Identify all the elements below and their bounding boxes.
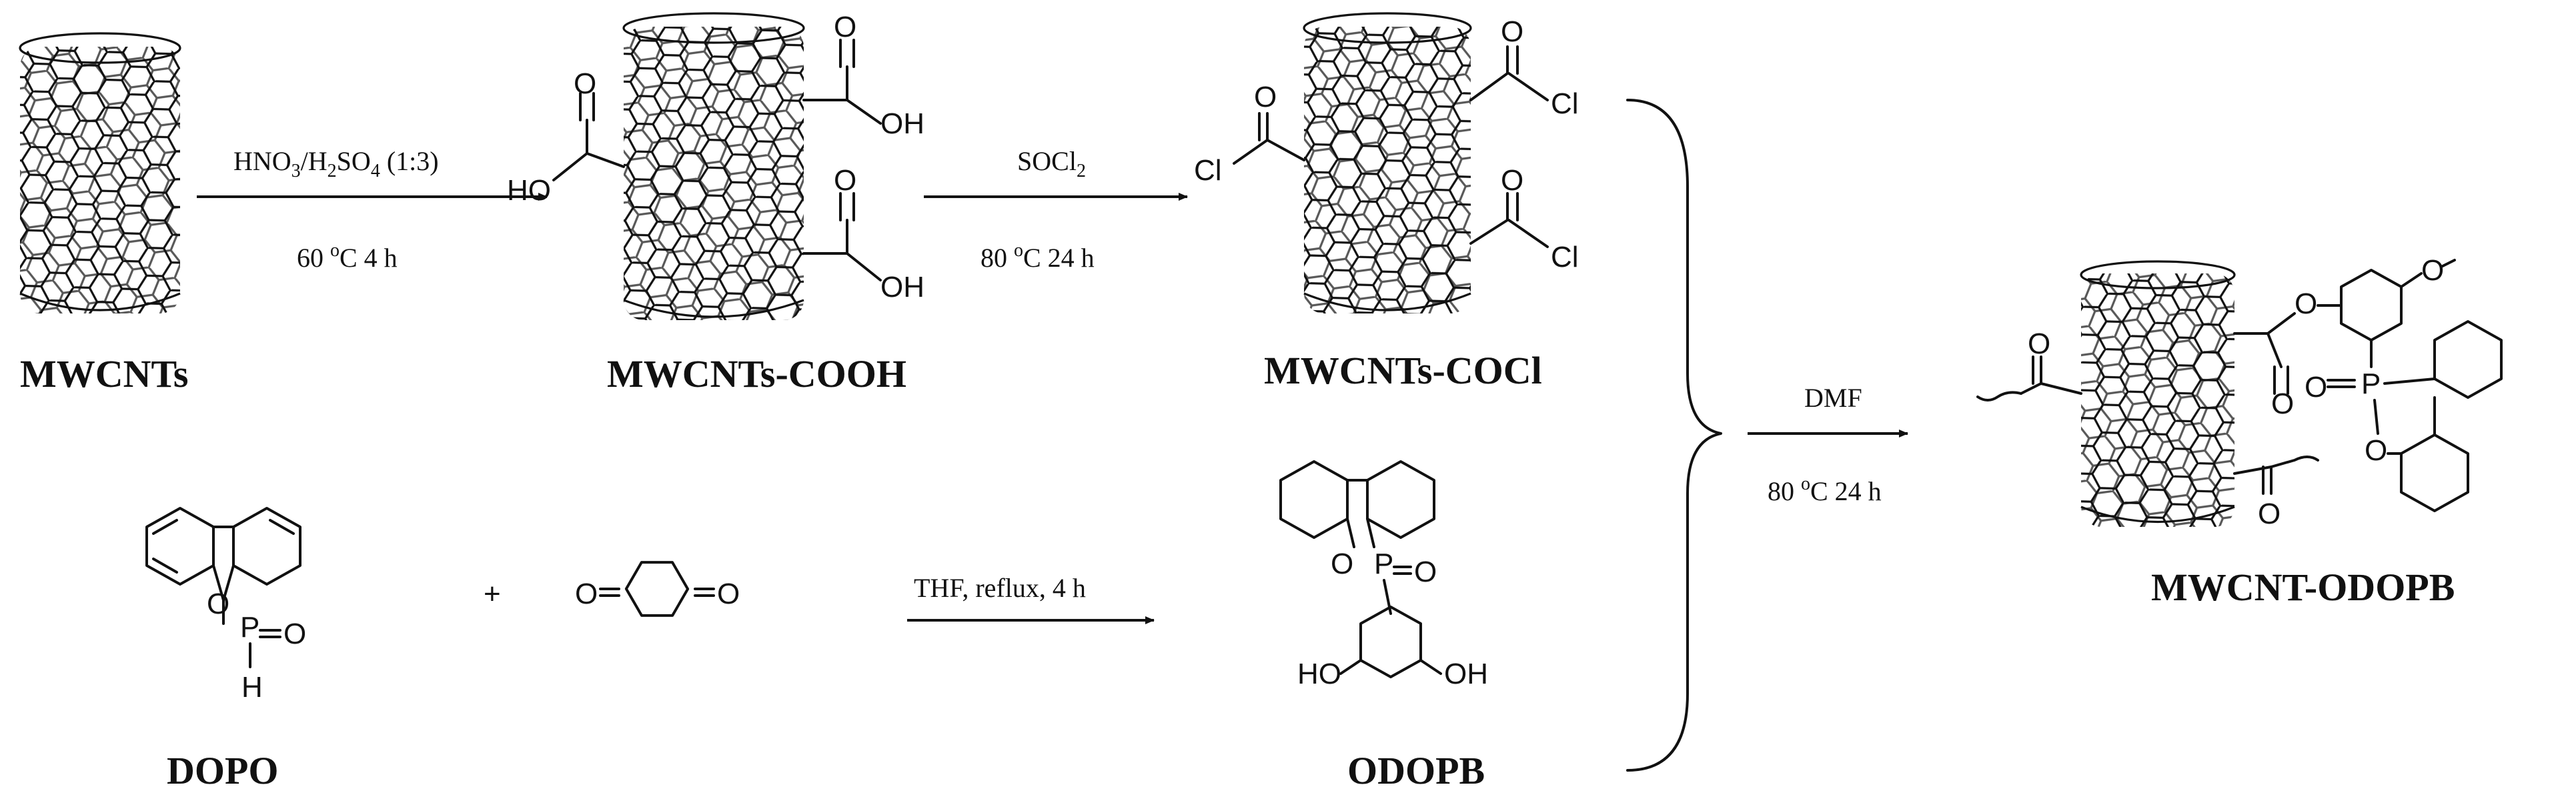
- svg-text:P: P: [2361, 367, 2381, 400]
- svg-text:O: O: [834, 11, 856, 43]
- condition-step4-temp: 80 oC 24 h: [1768, 474, 1882, 506]
- condition-step4-solvent: DMF: [1804, 383, 1862, 413]
- cocl-groups: O Cl O Cl O Cl: [1194, 15, 1579, 273]
- svg-text:HO: HO: [507, 174, 551, 207]
- svg-text:O: O: [2365, 434, 2387, 467]
- label-mwcnts-cooh: MWCNTs-COOH: [607, 352, 906, 395]
- svg-text:O: O: [283, 618, 306, 650]
- mwcnt-odopb-nanotube: [2080, 260, 2236, 527]
- svg-text:O: O: [575, 578, 598, 610]
- svg-text:O: O: [1254, 81, 1277, 113]
- svg-text:O: O: [574, 67, 596, 100]
- dopo-structure: O P O H: [145, 507, 306, 704]
- svg-text:O: O: [834, 164, 856, 197]
- svg-text:Cl: Cl: [1194, 154, 1222, 187]
- svg-text:O: O: [2421, 254, 2444, 287]
- condition-step3: THF, reflux, 4 h: [914, 573, 1086, 603]
- svg-text:H: H: [241, 671, 263, 704]
- mwcnts-nanotube: [19, 32, 181, 313]
- svg-text:O: O: [2305, 371, 2327, 403]
- grouping-brace: [1626, 99, 1722, 772]
- svg-text:O: O: [1501, 15, 1523, 48]
- svg-text:O: O: [2028, 327, 2050, 360]
- svg-text:O: O: [1414, 556, 1437, 588]
- svg-text:O: O: [1331, 548, 1353, 580]
- svg-text:OH: OH: [1444, 658, 1488, 690]
- condition-step2-reagent: SOCl2: [1017, 146, 1086, 181]
- svg-text:Cl: Cl: [1551, 241, 1579, 273]
- label-dopo: DOPO: [167, 749, 279, 792]
- condition-step1-temp: 60 oC 4 h: [297, 240, 398, 273]
- svg-text:O: O: [2258, 498, 2281, 530]
- svg-text:O: O: [207, 588, 229, 620]
- svg-text:O: O: [1501, 164, 1523, 197]
- svg-text:OH: OH: [880, 107, 924, 140]
- svg-text:O: O: [717, 578, 740, 610]
- odopb-structure: O P O HO OH: [1279, 460, 1488, 690]
- plus-sign: +: [484, 578, 501, 610]
- label-odopb: ODOPB: [1347, 749, 1485, 792]
- label-mwcnts-cocl: MWCNTs-COCl: [1264, 349, 1542, 392]
- cooh-groups: O OH O HO O OH: [507, 11, 924, 303]
- condition-step2-temp: 80 oC 24 h: [981, 240, 1095, 273]
- benzoquinone-structure: O O: [575, 561, 740, 617]
- label-mwcnts: MWCNTs: [20, 352, 188, 395]
- condition-step1-reagents: HNO3/H2SO4 (1:3): [233, 146, 439, 181]
- svg-text:OH: OH: [880, 271, 924, 303]
- mwcnts-cocl-nanotube: [1303, 12, 1472, 313]
- svg-text:Cl: Cl: [1551, 87, 1579, 120]
- svg-text:P: P: [1374, 548, 1393, 580]
- svg-text:HO: HO: [1297, 658, 1341, 690]
- mwcnts-cooh-nanotube: [622, 12, 805, 320]
- svg-text:P: P: [240, 611, 259, 644]
- svg-text:O: O: [2295, 287, 2317, 320]
- svg-text:O: O: [2271, 387, 2294, 420]
- label-mwcnt-odopb: MWCNT-ODOPB: [2151, 566, 2455, 609]
- odopb-grafted-groups: O O O O P O O O: [1976, 254, 2503, 530]
